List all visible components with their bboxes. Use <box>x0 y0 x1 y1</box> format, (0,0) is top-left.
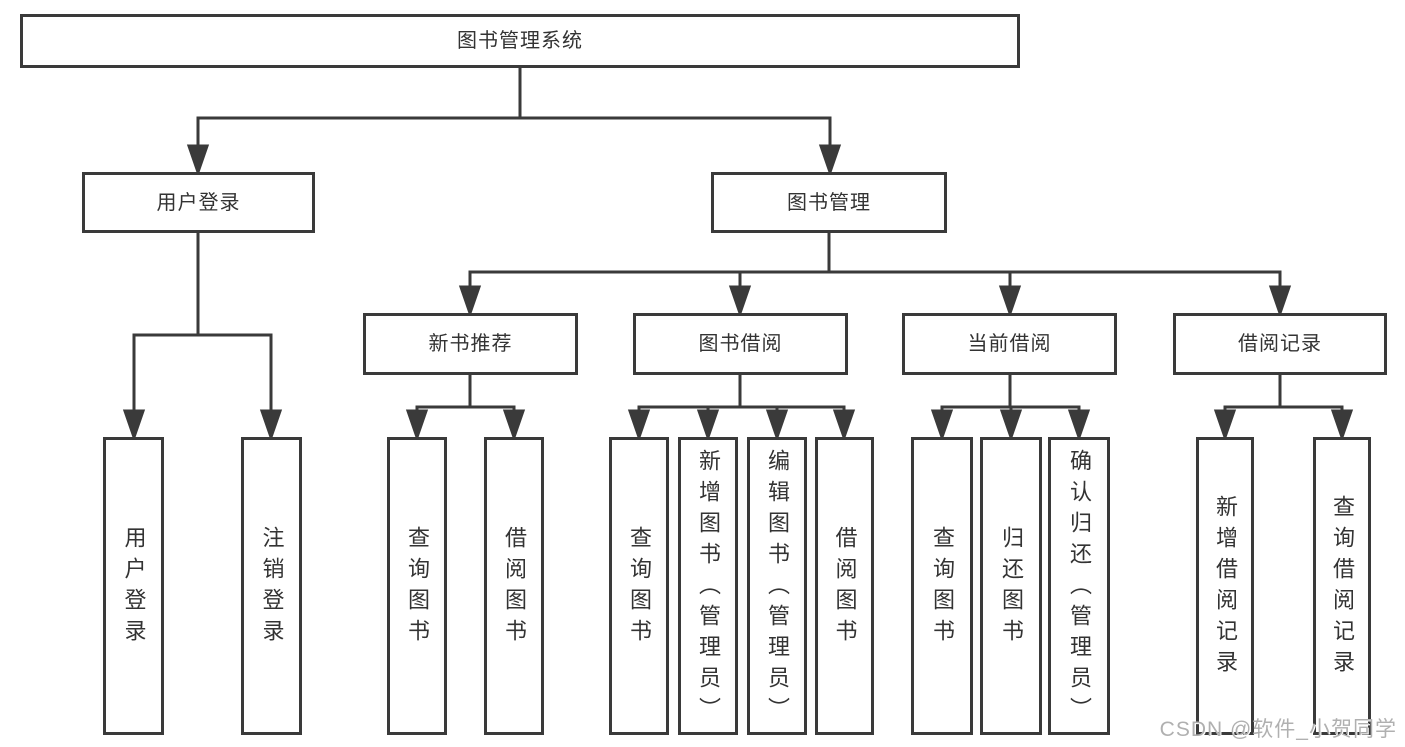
node-book-borrow: 图书借阅 <box>633 313 848 375</box>
node-user-login: 用户登录 <box>82 172 315 233</box>
leaf-return-books: 归还图书 <box>980 437 1042 735</box>
node-book-management: 图书管理 <box>711 172 947 233</box>
node-new-book-recommend: 新书推荐 <box>363 313 578 375</box>
leaf-edit-books-admin: 编辑图书（管理员） <box>747 437 807 735</box>
leaf-borrow-books-recommend: 借阅图书 <box>484 437 544 735</box>
csdn-watermark: CSDN @软件_小贺同学 <box>1159 718 1397 741</box>
leaf-query-books-borrow: 查询图书 <box>609 437 669 735</box>
root-node: 图书管理系统 <box>20 14 1020 68</box>
leaf-query-books-recommend: 查询图书 <box>387 437 447 735</box>
leaf-logout: 注销登录 <box>241 437 302 735</box>
leaf-user-login: 用户登录 <box>103 437 164 735</box>
leaf-query-books-current: 查询图书 <box>911 437 973 735</box>
leaf-borrow-books: 借阅图书 <box>815 437 874 735</box>
leaf-add-books-admin: 新增图书（管理员） <box>678 437 738 735</box>
leaf-confirm-return-admin: 确认归还（管理员） <box>1048 437 1110 735</box>
leaf-add-borrow-record: 新增借阅记录 <box>1196 437 1254 735</box>
node-current-borrow: 当前借阅 <box>902 313 1117 375</box>
leaf-query-borrow-record: 查询借阅记录 <box>1313 437 1371 735</box>
node-borrow-records: 借阅记录 <box>1173 313 1387 375</box>
